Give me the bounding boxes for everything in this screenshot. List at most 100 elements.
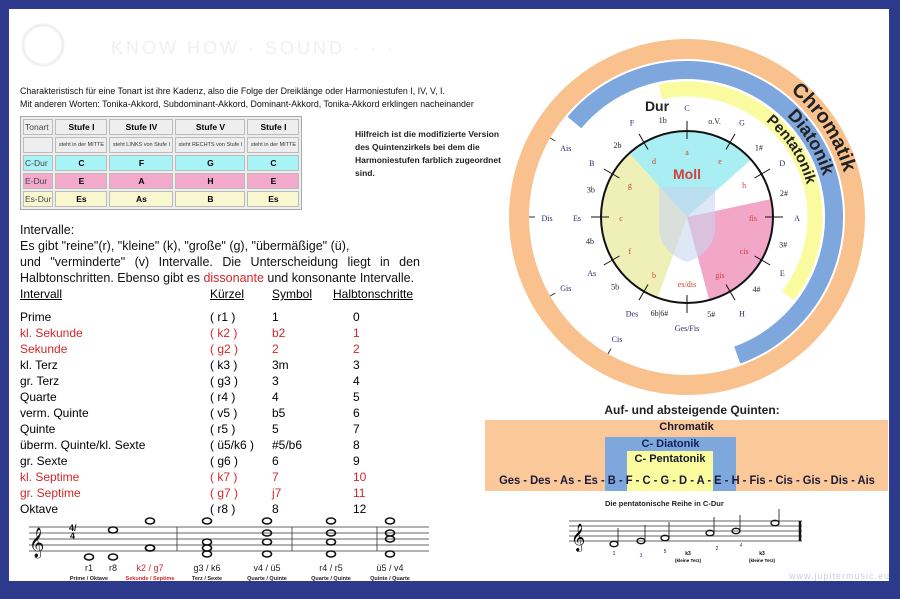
minor-key-label: c	[619, 214, 623, 223]
intervals-intro: Intervalle: Es gibt "reine"(r), "kleine"…	[20, 222, 420, 286]
key-tick	[603, 168, 620, 179]
key-signature: 2b	[614, 141, 622, 150]
interval-code: r8	[109, 563, 117, 573]
treble-clef-icon: 𝄞	[571, 524, 585, 552]
intro-line-1: Charakteristisch für eine Tonart ist ihr…	[20, 86, 445, 97]
chromatic-key-label: Dis	[541, 214, 552, 223]
interval-cell: 3	[272, 374, 279, 388]
interval-cell: ( r5 )	[210, 422, 236, 436]
interval-cell: 2	[353, 342, 360, 356]
pentatonic-label: C- Pentatonik	[634, 453, 706, 465]
note-head	[201, 550, 213, 558]
interval-desc: Sekunde / Septime	[126, 576, 175, 581]
minor-key-label: es/dis	[678, 280, 696, 289]
major-key-label: H	[739, 309, 745, 318]
note-head	[384, 517, 396, 525]
key-signature: 3#	[779, 241, 787, 250]
interval-cell: gr. Septime	[20, 486, 81, 500]
moll-label: Moll	[673, 166, 701, 182]
key-tick	[638, 133, 649, 150]
table-cell: E	[247, 173, 300, 189]
interval-cell: Oktave	[20, 502, 59, 516]
table-cell	[23, 137, 54, 153]
k3-label: k3	[759, 551, 765, 557]
table-cell: C	[55, 155, 108, 171]
key-signature: 1#	[755, 144, 763, 153]
table-cell: G	[175, 155, 246, 171]
interval-cell: ( v5 )	[210, 406, 238, 420]
note-head	[144, 517, 156, 525]
major-key-label: D	[779, 159, 785, 168]
key-signature: 4b	[586, 237, 594, 246]
interval-code: r4 / r5	[319, 563, 343, 573]
interval-cell: gr. Sexte	[20, 454, 68, 468]
k3-note: (kleine Terz)	[675, 558, 701, 563]
degree-label: 2	[716, 546, 719, 552]
interval-cell: 3	[353, 358, 360, 372]
table-cell: steht RECHTS von Stufe I	[175, 137, 246, 153]
hint-text: Hilfreich ist die modifizierte Version d…	[355, 129, 501, 178]
minor-key-label: f	[629, 247, 632, 256]
minor-key-label: b	[652, 271, 656, 280]
degree-label: 4	[740, 543, 743, 549]
interval-cell: kl. Septime	[20, 470, 80, 484]
minor-key-label: h	[742, 181, 746, 190]
page: KNOW HOW · SOUND · · · Charakteristisch …	[9, 9, 889, 581]
major-key-label: E	[780, 269, 785, 278]
interval-cell: b5	[272, 406, 286, 420]
note-head	[384, 529, 396, 537]
key-signature: o.V.	[708, 117, 721, 126]
fifths-sequence: Ges - Des - As - Es - B - F - C - G - D …	[499, 475, 875, 487]
interval-cell: 7	[272, 470, 279, 484]
diatonic-arc	[567, 61, 843, 364]
chromatic-tick	[549, 137, 556, 142]
k3-label: k3	[685, 551, 691, 557]
interval-cell: 6	[272, 454, 279, 468]
key-signature: 1b	[659, 116, 667, 125]
key-signature: 2#	[780, 189, 788, 198]
table-cell: A	[109, 173, 174, 189]
interval-cell: Intervall	[20, 287, 63, 301]
interval-desc: Quarte / Quinte	[311, 576, 351, 581]
interval-code: ü5 / v4	[376, 563, 403, 573]
major-key-label: Es	[573, 214, 581, 223]
cadence-table: Tonart Stufe I Stufe IV Stufe V Stufe I …	[20, 116, 303, 210]
interval-cell: ( r1 )	[210, 310, 236, 324]
note-head	[144, 544, 156, 552]
note-head	[325, 517, 337, 525]
minor-key-label: d	[652, 157, 656, 166]
key-signature: 5#	[707, 310, 715, 319]
note-head	[609, 540, 619, 548]
note-head	[201, 517, 213, 525]
intervals-text: Halbtonschritten. Ebenso gibt es dissona…	[20, 270, 420, 286]
dissonant-word: dissonante	[203, 271, 264, 285]
key-tick	[754, 255, 771, 266]
intervals-text: und "verminderte" (v) Intervalle. Die Un…	[20, 255, 420, 269]
interval-cell: 3m	[272, 358, 289, 372]
interval-cell: verm. Quinte	[20, 406, 89, 420]
note-head	[325, 538, 337, 546]
major-key-label: G	[739, 119, 745, 128]
interval-cell: ( g3 )	[210, 374, 239, 388]
interval-cell: ( r4 )	[210, 390, 236, 404]
table-cell: steht in der MITTE	[247, 137, 300, 153]
interval-cell: 6	[353, 406, 360, 420]
note-head	[201, 538, 213, 546]
interval-desc: Quinte / Quarte	[370, 576, 410, 581]
interval-cell: Halbtonschritte	[333, 287, 414, 301]
interval-cell: gr. Terz	[20, 374, 60, 388]
intervals-text: Es gibt "reine"(r), "kleine" (k), "große…	[20, 239, 350, 253]
interval-cell: 12	[353, 502, 367, 516]
interval-cell: ( r8 )	[210, 502, 236, 516]
interval-cell: ( k3 )	[210, 358, 238, 372]
diatonic-label: C- Diatonik	[641, 438, 700, 450]
interval-cell: #5/b6	[272, 438, 303, 452]
